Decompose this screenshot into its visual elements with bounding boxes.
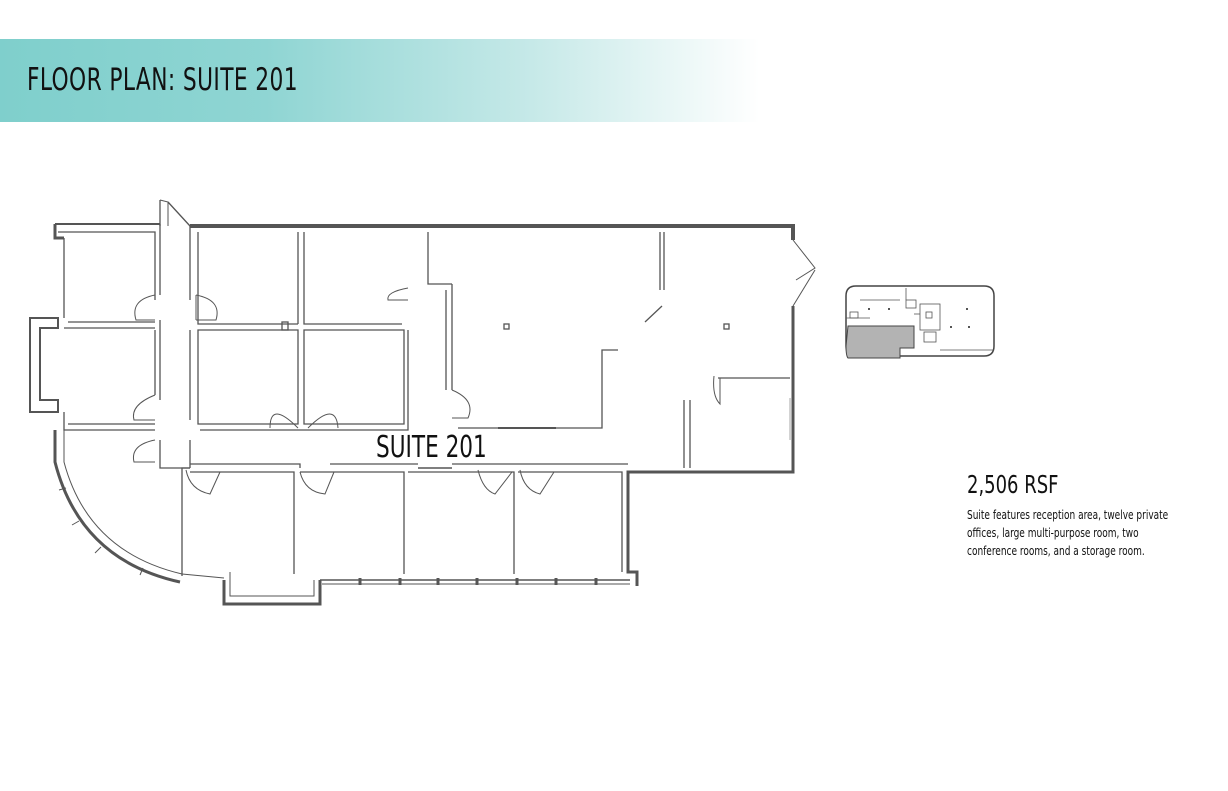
key-plan: [845, 285, 995, 359]
left-offices: [58, 231, 156, 431]
page-title: FLOOR PLAN: SUITE 201: [27, 62, 298, 98]
curved-wall: [53, 430, 183, 584]
corridor-walls: [159, 200, 191, 469]
doors: [132, 199, 816, 495]
suite-description: Suite features reception area, twelve pr…: [967, 508, 1169, 558]
multipurpose-room: [445, 232, 730, 429]
lower-offices: [181, 463, 628, 576]
suite-label: SUITE 201: [376, 430, 487, 465]
exterior-walls: [29, 223, 795, 606]
upper-offices: [197, 232, 452, 431]
rentable-area: 2,506 RSF: [967, 470, 1059, 499]
bottom-window-wall: [181, 573, 630, 585]
header-band: [0, 39, 760, 122]
storage-room: [683, 377, 791, 468]
